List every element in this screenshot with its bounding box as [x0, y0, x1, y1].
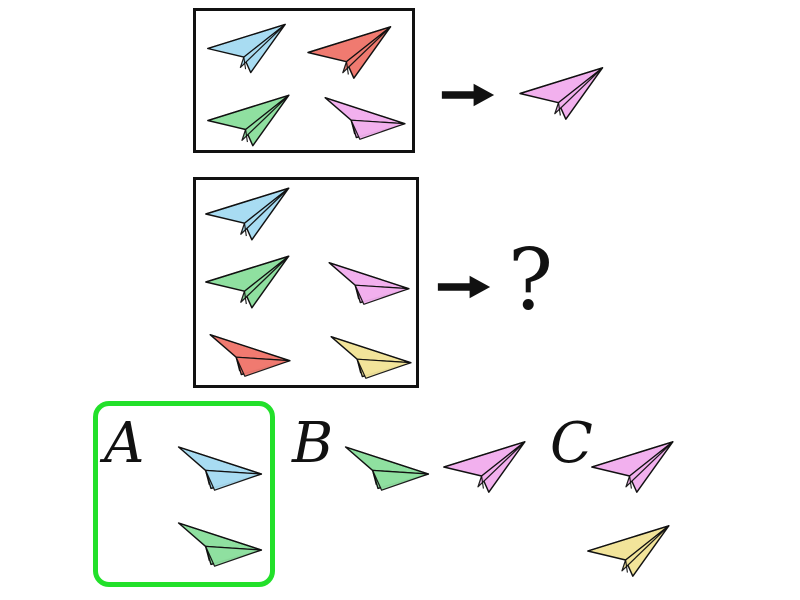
red-plane-icon — [209, 333, 291, 378]
option-a-blue-plane-icon[interactable] — [175, 438, 265, 492]
example-box-2 — [193, 177, 419, 388]
option-a-selection-frame[interactable] — [93, 401, 275, 587]
green-plane-icon — [205, 255, 290, 309]
option-b-pink-plane-icon[interactable] — [442, 440, 532, 494]
arrow-icon — [436, 272, 492, 302]
option-b-green-plane-icon[interactable] — [342, 438, 432, 492]
blue-plane-icon — [205, 187, 290, 241]
option-c-pink-plane-icon[interactable] — [590, 440, 680, 494]
option-c-yellow-plane-icon[interactable] — [586, 524, 676, 578]
pink-plane-icon — [328, 261, 410, 306]
yellow-plane-icon — [330, 335, 412, 380]
arrow-icon — [440, 80, 496, 110]
blue-plane-icon — [206, 23, 286, 74]
answer-pink-plane-icon — [519, 67, 604, 120]
pink-plane-icon — [324, 96, 406, 141]
red-plane-icon — [307, 26, 392, 79]
green-plane-icon — [207, 94, 290, 147]
option-a-green-plane-icon[interactable] — [175, 514, 265, 568]
question-mark: ? — [508, 231, 554, 329]
option-b-label: B — [292, 411, 334, 476]
option-a-label: A — [104, 411, 145, 476]
option-c-label: C — [550, 411, 593, 476]
example-box-1 — [193, 8, 415, 153]
